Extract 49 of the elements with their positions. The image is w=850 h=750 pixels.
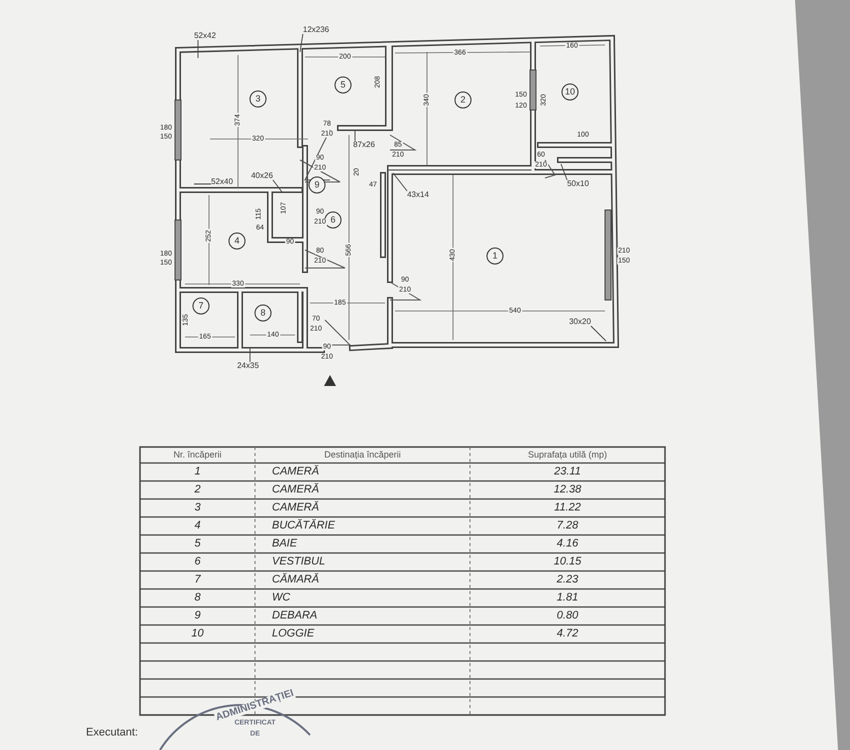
room-name: CAMERĂ xyxy=(272,502,320,514)
room-name: CAMERĂ xyxy=(272,484,320,496)
room-number: 6 xyxy=(194,556,201,568)
column-header: Nr. încăperii xyxy=(173,450,222,460)
dimension-label: 40x26 xyxy=(251,172,273,180)
area-value: 10.15 xyxy=(554,556,582,568)
room-name: CĂMARĂ xyxy=(272,574,320,586)
leader-line xyxy=(560,164,568,180)
leader-line xyxy=(354,130,356,142)
room-number: 9 xyxy=(194,610,201,622)
area-value: 4.72 xyxy=(556,628,578,640)
room-number: 2 xyxy=(194,484,201,496)
room-number: 8 xyxy=(194,592,201,604)
area-value: 1.81 xyxy=(556,592,578,604)
room-name: BAIE xyxy=(272,538,298,550)
dimension-label: 30x20 xyxy=(569,318,591,326)
dimension-label: 50x10 xyxy=(567,180,589,188)
area-value: 23.11 xyxy=(554,466,581,478)
column-header: Destinația încăperii xyxy=(324,450,401,460)
signature-label: Executant: xyxy=(86,728,138,738)
area-value: 0.80 xyxy=(556,610,578,622)
area-value: 4.16 xyxy=(556,538,578,550)
room-name: CAMERĂ xyxy=(272,466,320,478)
room-number: 1 xyxy=(194,466,201,478)
room-name: BUCĂTĂRIE xyxy=(272,520,335,532)
room-name: LOGGIE xyxy=(272,628,314,640)
dimension-label: 52x42 xyxy=(194,32,216,40)
leader-line xyxy=(590,326,606,342)
room-number: 3 xyxy=(194,502,201,514)
column-header: Suprafața utilă (mp) xyxy=(528,450,608,460)
leader-line xyxy=(272,180,282,192)
dimension-label: 12x236 xyxy=(302,26,330,34)
room-number: 7 xyxy=(194,574,201,586)
leader-line xyxy=(392,172,408,192)
leader-line xyxy=(300,34,304,52)
area-value: 11.22 xyxy=(554,502,581,514)
dimension-label: 87x26 xyxy=(353,141,375,149)
dimension-label: 52x40 xyxy=(211,178,233,186)
area-value: 2.23 xyxy=(556,574,578,586)
room-name: WC xyxy=(272,592,290,604)
room-name: VESTIBUL xyxy=(272,556,326,568)
dimension-label: 43x14 xyxy=(407,191,429,199)
area-value: 7.28 xyxy=(556,520,578,532)
room-number: 10 xyxy=(191,628,204,640)
room-number: 4 xyxy=(194,520,201,532)
room-name: DEBARA xyxy=(272,610,318,622)
dimension-label: 24x35 xyxy=(237,362,259,370)
room-number: 5 xyxy=(194,538,201,550)
area-value: 12.38 xyxy=(554,484,582,496)
